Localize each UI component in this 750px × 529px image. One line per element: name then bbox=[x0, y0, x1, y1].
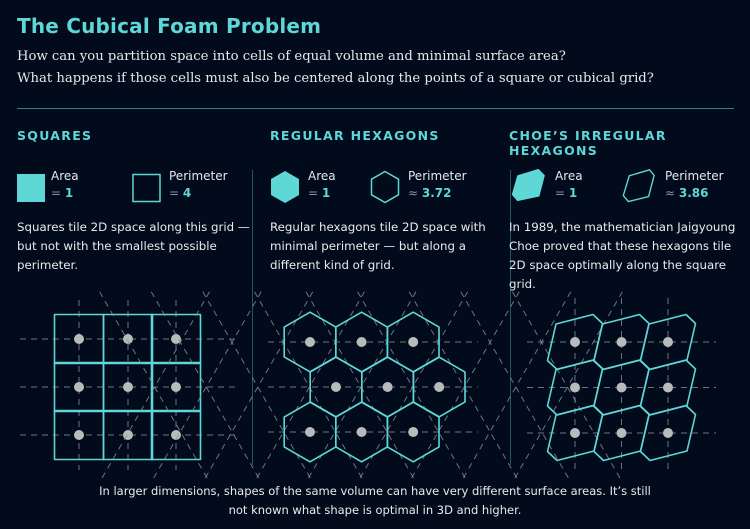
column-divider bbox=[252, 170, 253, 465]
perimeter-label: Perimeter bbox=[169, 169, 228, 183]
area-metric: Area = 1 bbox=[51, 168, 79, 202]
tile-outline bbox=[150, 409, 202, 461]
subtitle-line: What happens if those cells must also be… bbox=[17, 71, 654, 86]
column-description: Regular hexagons tile 2D space with mini… bbox=[270, 220, 486, 272]
grid-point bbox=[616, 428, 627, 438]
column-regular-hexagons: REGULAR HEXAGONS Area = 1 Perimeter ≈ 3.72… bbox=[270, 128, 510, 272]
tile-outline bbox=[386, 401, 440, 463]
area-metric: Area = 1 bbox=[308, 168, 336, 202]
grid-point bbox=[382, 382, 393, 392]
grid-point bbox=[616, 337, 627, 347]
grid-point bbox=[305, 337, 315, 347]
outline-square-icon bbox=[132, 173, 161, 203]
column-heading: SQUARES bbox=[17, 128, 93, 143]
area-op: = bbox=[555, 186, 566, 200]
column-divider bbox=[510, 170, 511, 465]
page-title: The Cubical Foam Problem bbox=[17, 14, 322, 38]
perimeter-value: 3.86 bbox=[678, 186, 709, 200]
grid-point bbox=[616, 382, 627, 393]
area-label: Area bbox=[555, 169, 583, 183]
area-op: = bbox=[308, 186, 319, 200]
grid-point bbox=[356, 427, 367, 437]
grid-point bbox=[305, 427, 315, 437]
grid-point bbox=[434, 382, 445, 392]
perimeter-op: ≈ bbox=[408, 186, 419, 200]
perimeter-metric: Perimeter ≈ 3.72 bbox=[408, 168, 467, 202]
perimeter-label: Perimeter bbox=[408, 169, 467, 183]
column-heading: CHOE’S IRREGULAR HEXAGONS bbox=[509, 128, 667, 158]
grid-point bbox=[171, 334, 181, 344]
area-value: 1 bbox=[64, 186, 74, 200]
grid-line bbox=[150, 291, 262, 483]
perimeter-metric: Perimeter = 4 bbox=[169, 168, 228, 202]
area-label: Area bbox=[51, 169, 79, 183]
filled-irregular-hexagon-icon bbox=[511, 168, 545, 202]
perimeter-metric: Perimeter ≈ 3.86 bbox=[665, 168, 724, 202]
grid-point bbox=[331, 382, 341, 392]
perimeter-op: ≈ bbox=[665, 186, 676, 200]
perimeter-value: 3.72 bbox=[421, 186, 452, 200]
footer-text: In larger dimensions, shapes of the same… bbox=[99, 484, 651, 517]
column-description: In 1989, the mathematician Jaigyoung Cho… bbox=[509, 220, 736, 291]
area-value: 1 bbox=[568, 186, 578, 200]
grid-point bbox=[74, 334, 84, 344]
filled-hexagon-icon bbox=[271, 171, 299, 203]
grid-point bbox=[570, 382, 580, 393]
grid-point bbox=[171, 430, 181, 440]
area-metric: Area = 1 bbox=[555, 168, 583, 202]
grid-point bbox=[663, 428, 673, 438]
grid-line bbox=[460, 291, 572, 483]
column-heading: REGULAR HEXAGONS bbox=[270, 128, 440, 143]
filled-square-icon bbox=[17, 174, 45, 202]
subtitle-line: How can you partition space into cells o… bbox=[17, 49, 566, 64]
tile-outline bbox=[639, 404, 697, 462]
header-divider bbox=[17, 108, 734, 109]
column-description: Squares tile 2D space along this grid — … bbox=[17, 220, 250, 272]
grid-point bbox=[570, 428, 580, 438]
perimeter-value: 4 bbox=[182, 186, 192, 200]
grid-point bbox=[74, 430, 84, 440]
grid-point bbox=[123, 334, 133, 344]
grid-point bbox=[663, 382, 673, 393]
grid-point bbox=[408, 337, 419, 347]
subtitle: How can you partition space into cells o… bbox=[17, 46, 654, 90]
perimeter-label: Perimeter bbox=[665, 169, 724, 183]
outline-irregular-hexagon-icon bbox=[622, 169, 655, 203]
grid-point bbox=[74, 382, 84, 392]
area-value: 1 bbox=[321, 186, 331, 200]
column-squares: SQUARES Area = 1 Perimeter = 4 Squares til… bbox=[17, 128, 257, 272]
grid-point bbox=[356, 337, 367, 347]
perimeter-op: = bbox=[169, 186, 180, 200]
grid-point bbox=[663, 337, 673, 347]
footer-note: In larger dimensions, shapes of the same… bbox=[0, 482, 750, 520]
grid-point bbox=[408, 427, 419, 437]
area-label: Area bbox=[308, 169, 336, 183]
grid-line bbox=[202, 291, 314, 483]
grid-point bbox=[570, 337, 580, 347]
grid-line bbox=[408, 291, 520, 483]
grid-point bbox=[123, 382, 133, 392]
column-choe-hexagons: CHOE’S IRREGULAR HEXAGONS Area = 1 Perime… bbox=[509, 128, 749, 291]
grid-line bbox=[99, 291, 211, 483]
grid-point bbox=[171, 382, 181, 392]
outline-hexagon-icon bbox=[370, 170, 400, 204]
area-op: = bbox=[51, 186, 62, 200]
